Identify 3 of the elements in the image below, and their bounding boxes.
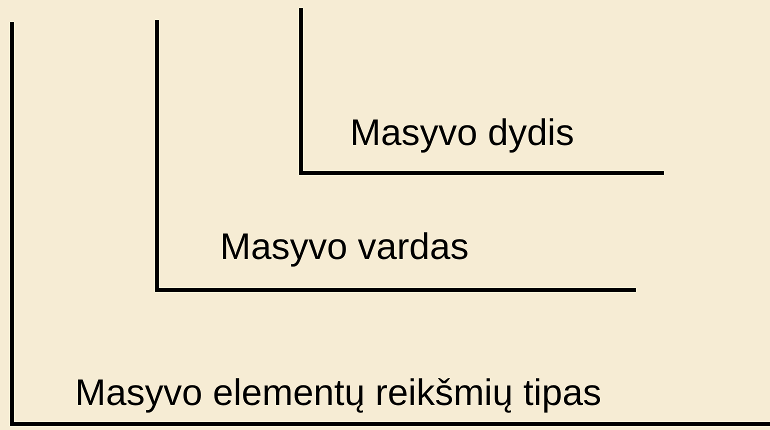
bracket-label: Masyvo vardas [220, 226, 469, 268]
bracket-label: Masyvo dydis [350, 112, 574, 154]
bracket-label: Masyvo elementų reikšmių tipas [75, 372, 602, 414]
